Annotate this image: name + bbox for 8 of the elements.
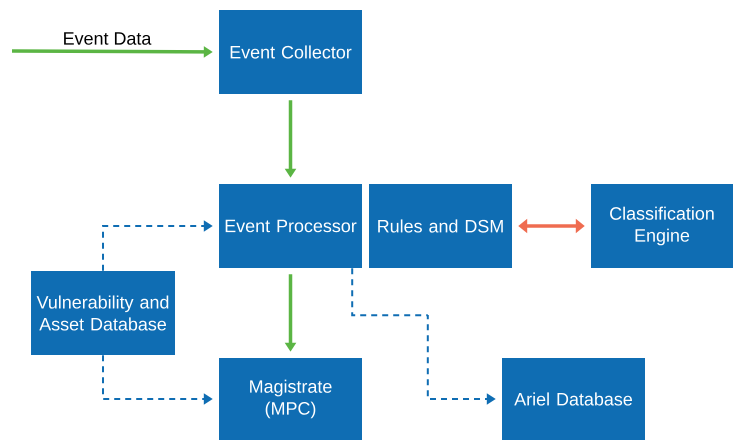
process-box: Ariel Database (502, 358, 645, 440)
process-box: Event Collector (219, 10, 362, 94)
process-box: Vulnerability and Asset Database (31, 271, 175, 355)
process-box: Classification Engine (591, 184, 733, 268)
edge-label: Event Data (64, 32, 152, 45)
process-box: Event Processor (219, 184, 362, 268)
process-box: Magistrate (MPC) (219, 358, 362, 440)
process-box: Rules and DSM (369, 184, 512, 268)
